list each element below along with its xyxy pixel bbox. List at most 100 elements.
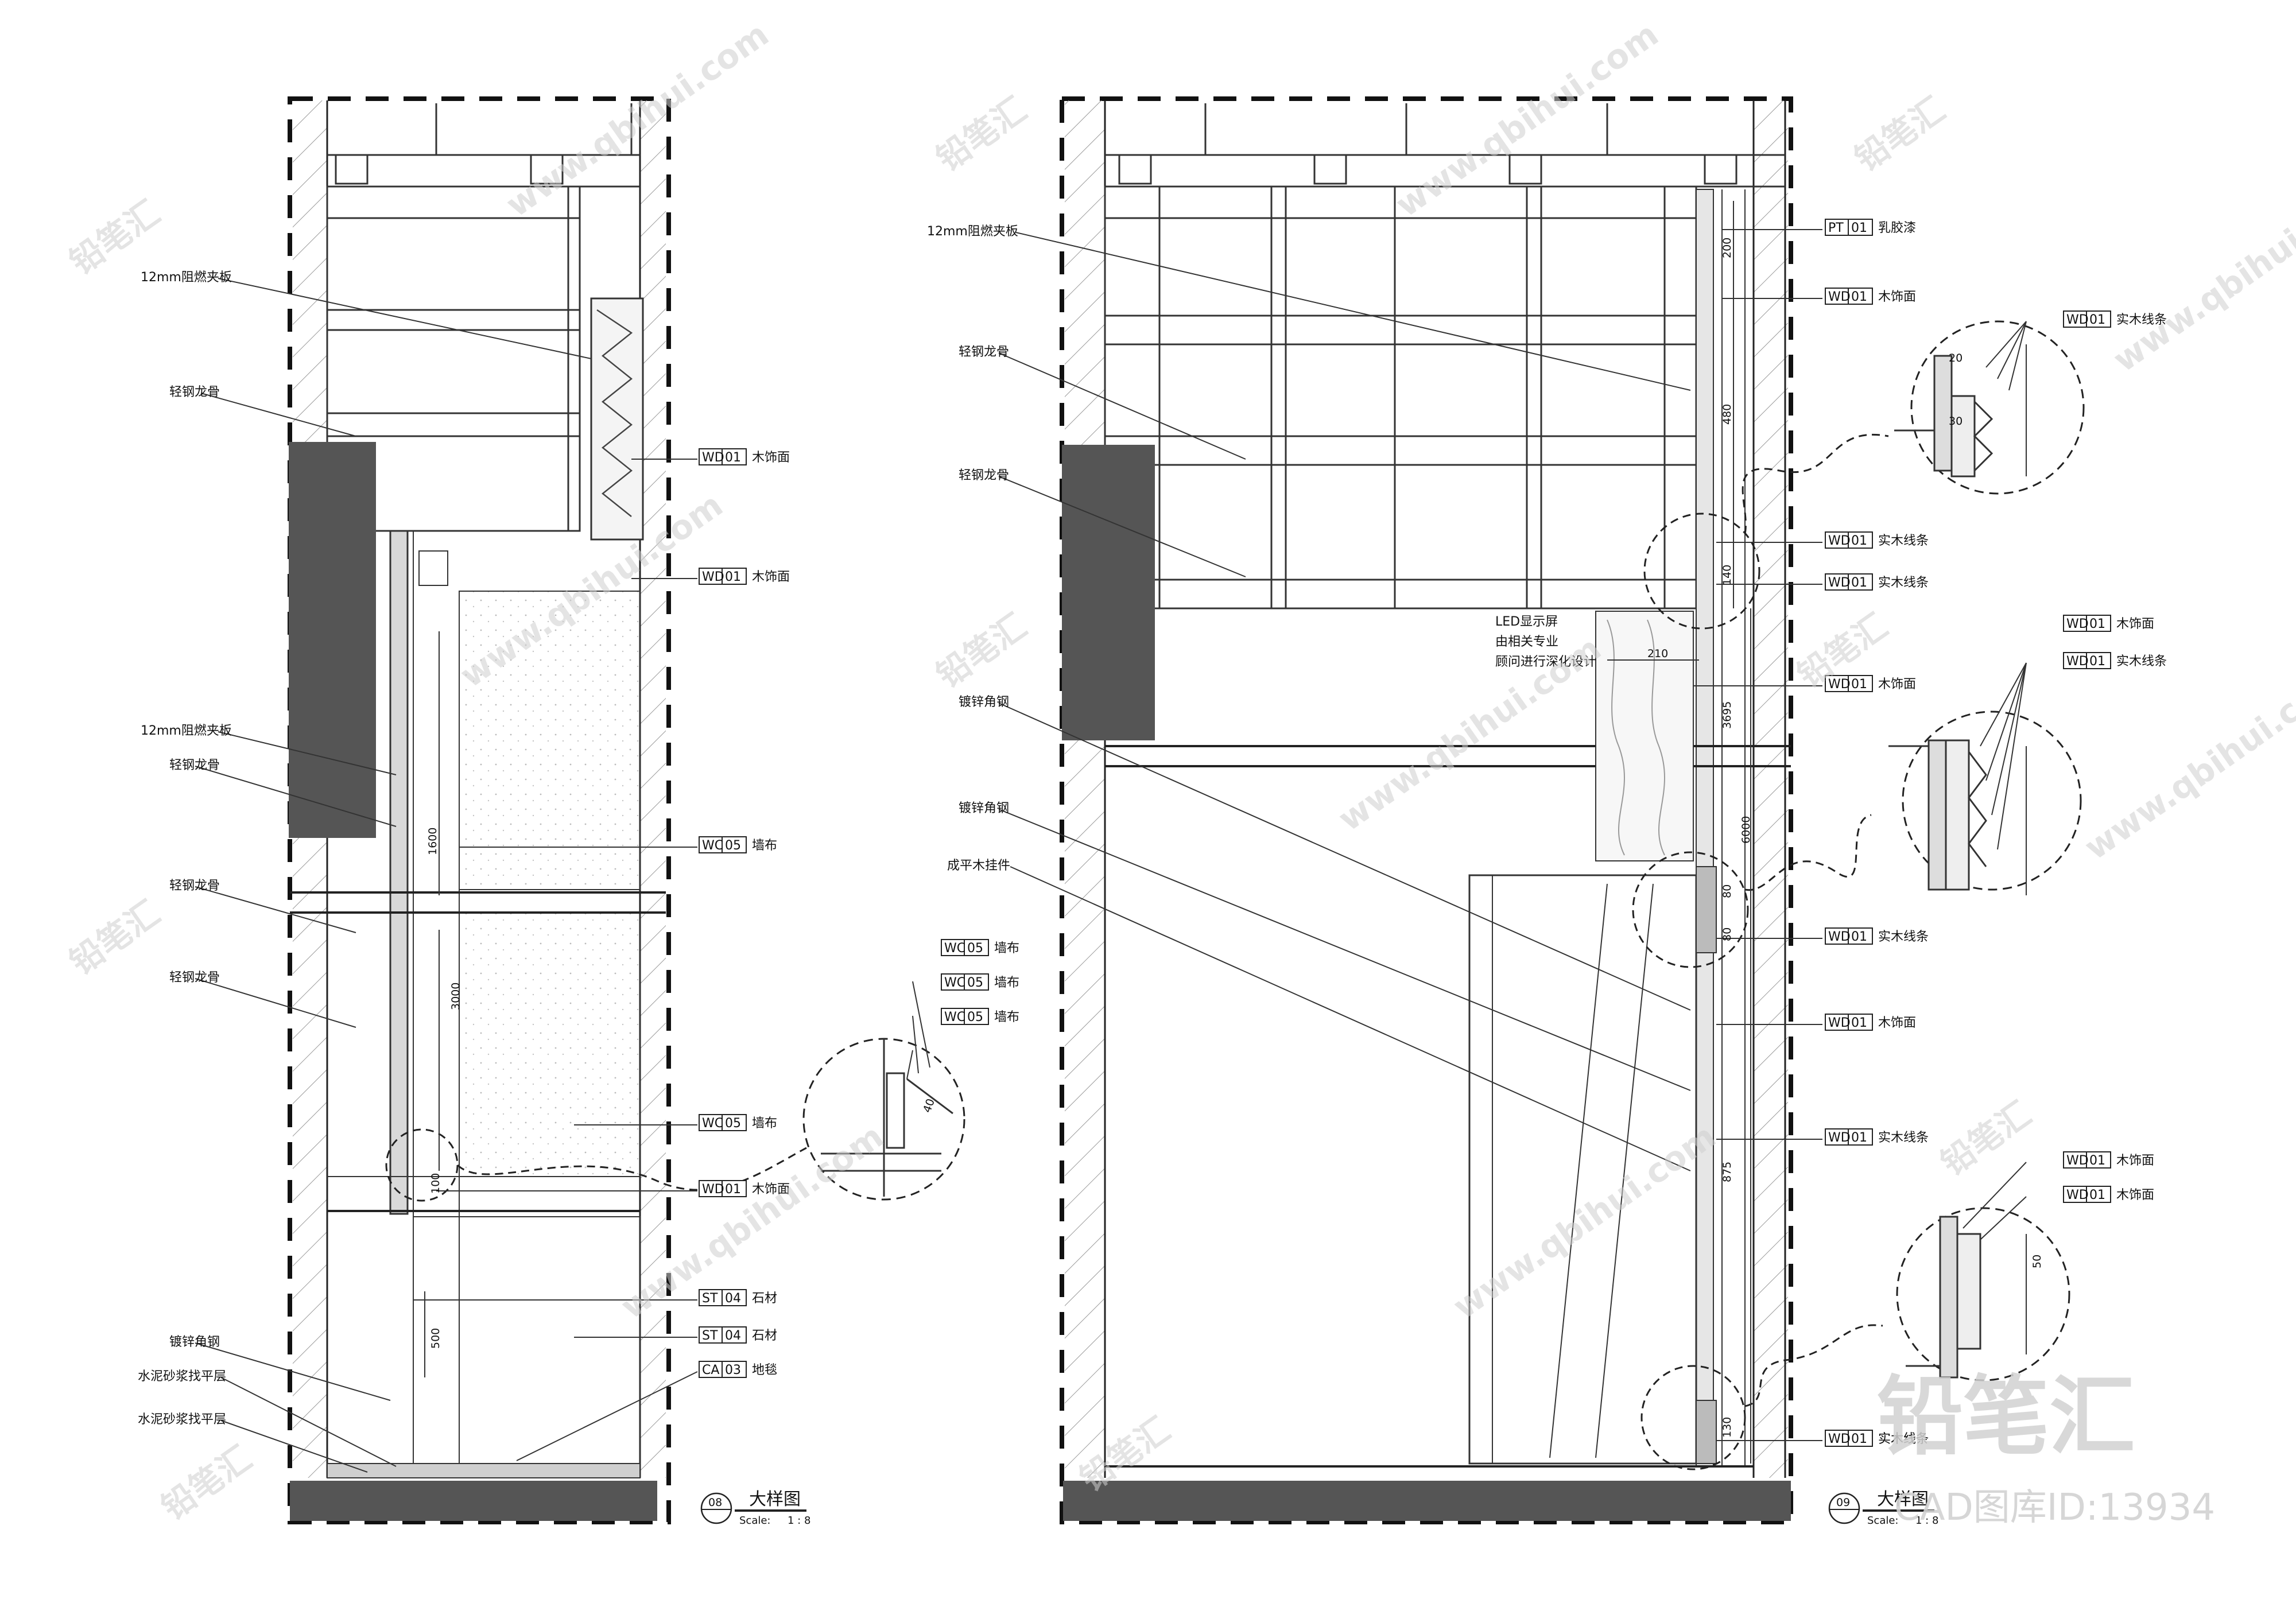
label-mortar-2: 水泥砂浆找平层 [138,1412,226,1427]
watermark-big: 铅笔汇 [1877,1367,2135,1467]
concrete-column [289,442,376,838]
watermark-text: 铅笔汇 [1934,1094,2038,1183]
material-tag-text: 墙布 [994,976,1019,990]
label-r-angle-2: 镀锌角钢 [959,801,1009,816]
title-08-scale: 1 : 8 [788,1515,810,1527]
material-tag-text: 木饰面 [752,570,790,584]
label-keel-4: 轻钢龙骨 [169,971,220,985]
material-tag-code: WD [2066,313,2089,327]
watermark-text: 铅笔汇 [154,1438,259,1528]
material-tag-code: WD [1828,290,1851,304]
material-tag-number: 05 [967,941,983,956]
label-led-1: LED显示屏 [1495,615,1558,629]
material-tag-code: WD [1828,930,1851,944]
floor-slab-right [1063,1481,1791,1521]
label-keel-3: 轻钢龙骨 [169,879,220,893]
material-tag-number: 01 [725,451,741,465]
material-tag-text: 木饰面 [752,451,790,465]
material-tag-code: WD [1828,1131,1851,1145]
material-tag-text: 墙布 [994,941,1019,956]
material-tag-code: WD [2066,617,2089,631]
dim-200: 200 [1721,238,1733,258]
material-tag-text: 实木线条 [1878,1432,1929,1446]
title-block-09: 09 大样图 Scale: 1 : 8 [1828,1489,1938,1527]
material-tag-code: WC [944,1010,965,1024]
title-09-text: 大样图 [1877,1489,1929,1509]
label-mortar-1: 水泥砂浆找平层 [138,1369,226,1384]
watermark-text: 铅笔汇 [63,193,167,282]
label-r-angle-1: 镀锌角钢 [959,695,1009,709]
material-tag-code: CA [702,1363,719,1377]
wall-right [640,100,666,1478]
label-r-board: 12mm阻燃夹板 [927,224,1018,239]
floor-slab-left [290,1481,657,1521]
watermark-id: CAD图库ID:13934 [1894,1486,2215,1529]
dim-500: 500 [429,1328,442,1349]
material-tag-code: WD [1828,534,1851,548]
material-tag-text: 实木线条 [1878,1131,1929,1145]
material-tag-text: 木饰面 [1878,290,1916,304]
material-tag-number: 03 [725,1363,741,1377]
wall-left-2 [1065,100,1105,1478]
dim-6000: 6000 [1740,816,1752,844]
title-08-text: 大样图 [749,1489,801,1509]
material-tag-number: 05 [725,839,741,853]
title-09-scale: 1 : 8 [1915,1515,1938,1527]
label-r-keel-1: 轻钢龙骨 [959,345,1009,359]
material-tag-code: WD [702,1182,724,1197]
material-tag-number: 05 [967,1010,983,1024]
material-tag-number: 01 [1851,534,1867,548]
watermark-text: 铅笔汇 [929,606,1034,696]
material-tag-code: WD [1828,1016,1851,1030]
material-tag-code: PT [1828,221,1844,235]
label-r-keel-2: 轻钢龙骨 [959,468,1009,483]
material-tag-number: 01 [725,1182,741,1197]
material-tag-code: WD [2066,1188,2089,1202]
material-tag-text: 木饰面 [752,1182,790,1197]
material-tag-text: 木饰面 [1878,1016,1916,1030]
material-tag-text: 实木线条 [1878,1432,1929,1446]
material-tag-number: 01 [1851,930,1867,944]
material-tag-text: 实木线条 [1878,930,1929,944]
detail-08: 1600 3000 500 100 40 12mm阻燃夹板 轻钢龙骨 12mm阻… [138,96,965,1524]
dim-80a: 80 [1721,884,1733,898]
material-tag-code: WC [944,976,965,990]
label-angle-steel: 镀锌角钢 [169,1335,220,1349]
title-09-scale-label: Scale: [1867,1515,1899,1527]
title-block-08: 08 大样图 Scale: 1 : 8 [700,1489,810,1527]
material-tag-code: WC [944,941,965,956]
title-08-number: 08 [708,1496,722,1509]
material-tag-number: 01 [1851,290,1867,304]
material-tag-number: 04 [725,1329,741,1343]
material-tag-text: 木饰面 [2116,617,2154,631]
material-tag-number: 05 [725,1116,741,1131]
material-tag-number: 01 [1851,221,1867,235]
watermark-text: www.qbihui.com [2106,169,2296,379]
dim-detail-50: 50 [2031,1255,2043,1268]
watermark-text: www.qbihui.com [499,14,775,224]
label-led-3: 顾问进行深化设计 [1495,655,1596,669]
material-tag-text: 木饰面 [2116,1188,2154,1202]
dim-140: 140 [1721,565,1733,585]
dim-80b: 80 [1721,927,1733,941]
material-tag-text: 实木线条 [2116,654,2167,669]
label-keel-1: 轻钢龙骨 [169,385,220,399]
material-tag-number: 01 [2089,313,2105,327]
material-tag-number: 01 [1851,1432,1867,1446]
